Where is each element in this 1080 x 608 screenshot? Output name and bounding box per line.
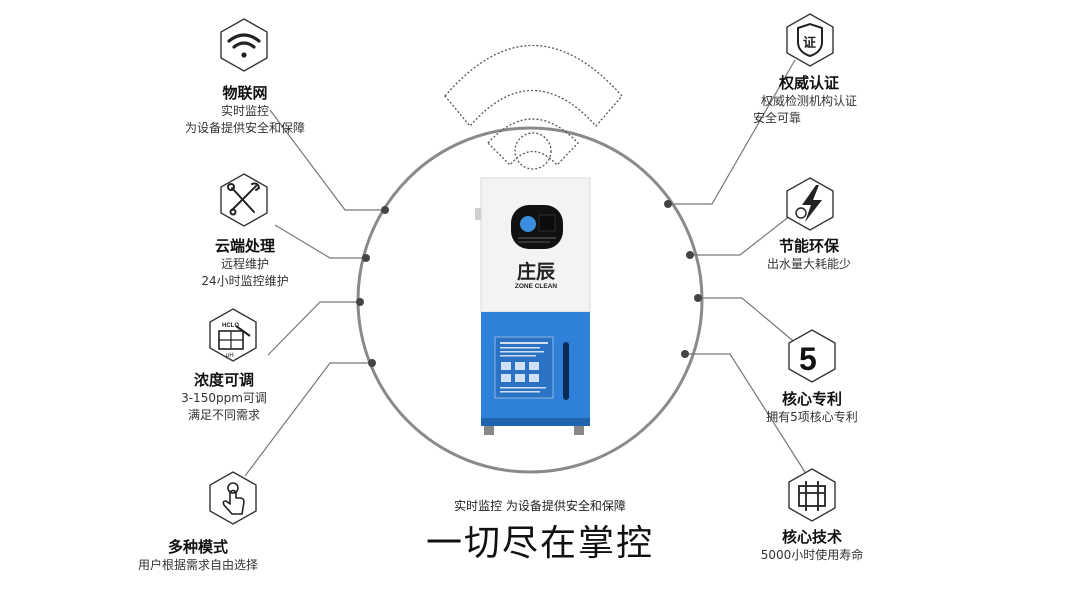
ph-label: pH [226, 353, 234, 359]
feature-line: 出水量大耗能少 [766, 257, 851, 271]
feature-patent: 核心专利 拥有5项核心专利 [742, 389, 882, 426]
feature-concentration: 浓度可调 3-150ppm可调 满足不同需求 [114, 370, 334, 424]
level-window [563, 342, 569, 400]
feature-line: 为设备提供安全和保障 [184, 121, 305, 135]
certificate-shield-icon: 证 [797, 22, 823, 58]
feature-line: 拥有5项核心专利 [766, 410, 858, 424]
hexagon-hand [209, 471, 257, 525]
connector-lines-left [244, 109, 385, 477]
feature-energy: 节能环保 出水量大耗能少 [739, 236, 879, 273]
headline: 一切尽在掌控 [425, 523, 654, 564]
tools-icon [227, 182, 261, 216]
dotted-wifi-signal [444, 44, 623, 170]
hand-pointer-icon [222, 482, 245, 515]
feature-title: 核心技术 [781, 528, 842, 546]
feature-line: 实时监控 [220, 104, 269, 118]
zone-clean-machine: 庄辰 ZONE CLEAN [475, 177, 591, 435]
hexagon-wifi [220, 18, 268, 72]
test-tube-icon: HCLO pH [218, 323, 251, 359]
wifi-icon [227, 33, 261, 58]
feature-title: 云端处理 [214, 237, 275, 255]
feature-title: 核心专利 [781, 390, 842, 408]
feature-line: 24小时监控维护 [201, 274, 289, 288]
svg-text:证: 证 [803, 36, 816, 51]
hexagon-electrolysis [788, 468, 836, 522]
feature-iot: 物联网 实时监控 为设备提供安全和保障 [135, 83, 355, 137]
feature-line: 满足不同需求 [187, 408, 260, 422]
feature-title: 物联网 [222, 84, 268, 102]
feature-core-tech: 核心技术 5000小时使用寿命 [742, 527, 882, 564]
feature-modes: 多种模式 用户根据需求自由选择 [88, 537, 308, 574]
hexagon-test-tube [209, 308, 257, 362]
connector-dots-right [664, 200, 702, 358]
electrolysis-cell-icon [798, 481, 826, 511]
connector-dots-left [356, 206, 389, 367]
feature-line: 安全可靠 [753, 111, 802, 125]
feature-certification: 权威认证 权威检测机构认证 安全可靠 [739, 73, 879, 127]
feature-line: 远程维护 [220, 257, 269, 271]
hclo-label: HCLO [222, 323, 239, 329]
feature-line: 用户根据需求自由选择 [137, 558, 258, 572]
feature-line: 3-150ppm可调 [181, 391, 267, 405]
hexagon-five [788, 329, 836, 383]
tagline: 实时监控 为设备提供安全和保障 [454, 499, 626, 513]
machine-brand: 庄辰 [517, 260, 556, 283]
feature-cloud: 云端处理 远程维护 24小时监控维护 [135, 236, 355, 290]
feature-title: 节能环保 [778, 237, 839, 255]
feature-line: 5000小时使用寿命 [760, 548, 864, 562]
energy-bolt-icon [795, 185, 822, 222]
connector-lines-right [668, 59, 811, 481]
feature-line: 权威检测机构认证 [760, 94, 857, 108]
number-five-icon: 5 [799, 341, 817, 377]
feature-title: 浓度可调 [193, 371, 254, 389]
feature-title: 权威认证 [778, 74, 839, 92]
machine-brand-en: ZONE CLEAN [515, 283, 558, 290]
feature-title: 多种模式 [167, 538, 228, 556]
